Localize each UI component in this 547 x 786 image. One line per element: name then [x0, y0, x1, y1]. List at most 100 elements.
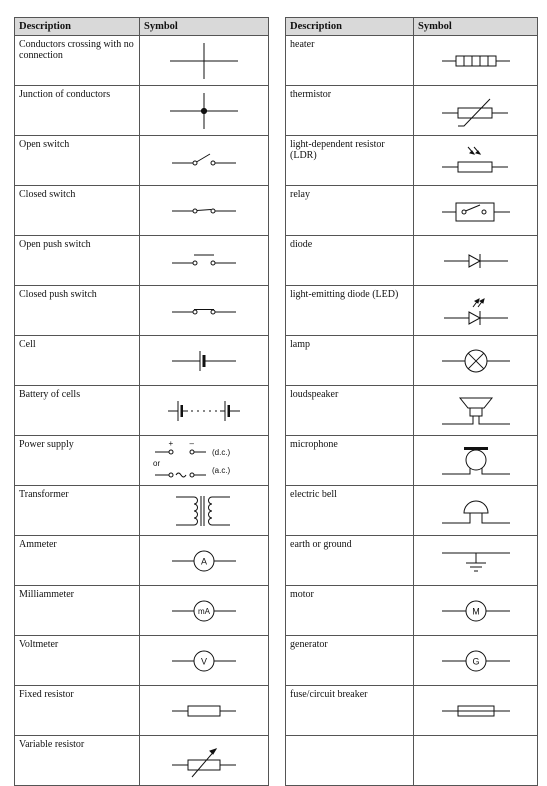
table-row: fuse/circuit breaker	[285, 685, 538, 736]
closed-push-switch-icon	[172, 308, 236, 314]
row-description: Ammeter	[14, 535, 140, 586]
table-header-row: Description Symbol	[285, 17, 538, 36]
table-row: Voltmeter V	[14, 635, 269, 686]
table-row	[285, 735, 538, 786]
heater-icon	[441, 55, 510, 66]
battery-icon	[168, 400, 240, 421]
variable-resistor-icon	[172, 747, 236, 777]
fuse-icon	[441, 705, 510, 716]
row-description: Open switch	[14, 135, 140, 186]
row-description: Battery of cells	[14, 385, 140, 436]
row-description: earth or ground	[285, 535, 414, 586]
thermistor-icon	[441, 98, 508, 126]
motor-icon: M	[441, 600, 510, 621]
milliammeter-letters: mA	[198, 607, 211, 616]
row-description: Milliammeter	[14, 585, 140, 636]
microphone-icon	[441, 446, 510, 474]
table-row: Junction of conductors	[14, 85, 269, 136]
power-ac-label: (a.c.)	[212, 466, 231, 475]
crossing-conductors-icon	[170, 42, 238, 79]
table-row: relay	[285, 185, 538, 236]
generator-letter: G	[472, 656, 479, 666]
table-row: earth or ground	[285, 535, 538, 586]
row-description: Transformer	[14, 485, 140, 536]
lamp-icon	[441, 349, 510, 372]
symbol-header: Symbol	[413, 17, 538, 36]
transformer-icon	[176, 495, 230, 526]
row-description: Cell	[14, 335, 140, 386]
row-description: thermistor	[285, 85, 414, 136]
row-description: Power supply	[14, 435, 140, 486]
row-description: Junction of conductors	[14, 85, 140, 136]
row-description: Closed push switch	[14, 285, 140, 336]
row-description: lamp	[285, 335, 414, 386]
voltmeter-icon: V	[172, 650, 236, 671]
row-description: Closed switch	[14, 185, 140, 236]
row-description: Open push switch	[14, 235, 140, 286]
table-row: generator G	[285, 635, 538, 686]
open-push-switch-icon	[172, 254, 236, 265]
table-row: Battery of cells	[14, 385, 269, 436]
right-symbol-table: Description Symbol heater thermistor	[285, 17, 538, 786]
power-or-label: or	[153, 459, 160, 468]
ammeter-icon: A	[172, 550, 236, 571]
milliammeter-icon: mA	[172, 600, 236, 621]
row-description: electric bell	[285, 485, 414, 536]
table-row: microphone	[285, 435, 538, 486]
row-description: Voltmeter	[14, 635, 140, 686]
table-row: electric bell	[285, 485, 538, 536]
relay-icon	[441, 202, 510, 221]
generator-icon: G	[441, 650, 510, 671]
table-header-row: Description Symbol	[14, 17, 269, 36]
table-row: motor M	[285, 585, 538, 636]
row-description: relay	[285, 185, 414, 236]
row-description: light-emitting diode (LED)	[285, 285, 414, 336]
row-description: diode	[285, 235, 414, 286]
ammeter-letter: A	[201, 556, 207, 566]
table-row: Power supply + – (d.c.) or (a.c.)	[14, 435, 269, 486]
electric-bell-icon	[441, 500, 510, 523]
ldr-icon	[441, 146, 508, 172]
power-plus-sign: +	[169, 439, 174, 448]
loudspeaker-icon	[441, 397, 510, 424]
table-row: Open switch	[14, 135, 269, 186]
row-description: Variable resistor	[14, 735, 140, 786]
voltmeter-letter: V	[201, 656, 207, 666]
junction-icon	[170, 92, 238, 129]
table-row: lamp	[285, 335, 538, 386]
table-row: Conductors crossing with no connection	[14, 35, 269, 86]
table-row: diode	[285, 235, 538, 286]
power-minus-sign: –	[190, 439, 195, 448]
row-description: motor	[285, 585, 414, 636]
table-row: Fixed resistor	[14, 685, 269, 736]
row-description: microphone	[285, 435, 414, 486]
power-supply-icon: + – (d.c.) or (a.c.)	[153, 439, 231, 477]
power-dc-label: (d.c.)	[212, 448, 231, 457]
row-description: Conductors crossing with no connection	[14, 35, 140, 86]
symbol-header: Symbol	[139, 17, 269, 36]
fixed-resistor-icon	[172, 705, 236, 716]
row-description: generator	[285, 635, 414, 686]
table-row: light-dependent resistor (LDR)	[285, 135, 538, 186]
cell-icon	[172, 350, 236, 371]
table-row: Open push switch	[14, 235, 269, 286]
open-switch-icon	[172, 153, 236, 165]
table-row: loudspeaker	[285, 385, 538, 436]
table-row: thermistor	[285, 85, 538, 136]
table-row: Transformer	[14, 485, 269, 536]
table-row: Variable resistor	[14, 735, 269, 786]
table-row: Milliammeter mA	[14, 585, 269, 636]
motor-letter: M	[472, 606, 480, 616]
diode-icon	[443, 253, 508, 268]
row-description: light-dependent resistor (LDR)	[285, 135, 414, 186]
left-symbol-table: Description Symbol Conductors crossing w…	[14, 17, 269, 786]
table-row: light-emitting diode (LED)	[285, 285, 538, 336]
table-row: heater	[285, 35, 538, 86]
row-description	[285, 735, 414, 786]
table-row: Cell	[14, 335, 269, 386]
row-description: Fixed resistor	[14, 685, 140, 736]
row-description: fuse/circuit breaker	[285, 685, 414, 736]
led-icon	[443, 297, 508, 325]
description-header: Description	[285, 17, 414, 36]
closed-switch-icon	[172, 208, 236, 213]
